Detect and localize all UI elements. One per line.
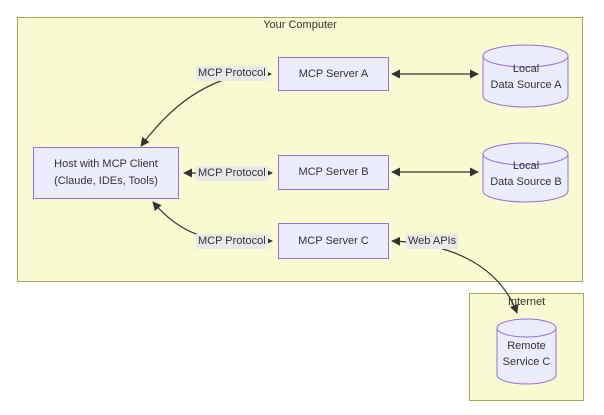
host-node: Host with MCP Client (Claude, IDEs, Tool… [33, 147, 179, 199]
datasource-a-label: Local Data Source A [475, 61, 577, 93]
edge-label-mcp-protocol-b: MCP Protocol [196, 166, 268, 181]
datasource-a-cylinder [482, 44, 569, 108]
edge-label-mcp-protocol-c: MCP Protocol [196, 234, 268, 249]
host-label-line2: (Claude, IDEs, Tools) [54, 175, 158, 187]
datasource-b-label-line2: Data Source B [490, 176, 562, 188]
datasource-b-label-line1: Local [512, 160, 540, 172]
server-a-node: MCP Server A [278, 57, 389, 91]
edge-host-server-a [140, 69, 272, 147]
remote-service-c-label-line2: Service C [502, 356, 551, 368]
edge-label-mcp-protocol-a: MCP Protocol [196, 66, 268, 81]
datasource-a-label-line1: Local [512, 63, 540, 75]
server-c-label: MCP Server C [298, 234, 369, 247]
remote-service-c-cylinder [496, 318, 557, 385]
server-a-label: MCP Server A [298, 67, 369, 80]
datasource-b-cylinder [482, 142, 569, 203]
your-computer-title: Your Computer [263, 19, 337, 31]
server-c-node: MCP Server C [278, 223, 389, 259]
datasource-a-label-line2: Data Source A [490, 79, 562, 91]
host-label-line1: Host with MCP Client [54, 158, 158, 170]
datasource-b-label: Local Data Source B [475, 158, 577, 190]
server-b-label: MCP Server B [298, 166, 369, 178]
server-b-node: MCP Server B [278, 155, 389, 190]
remote-service-c-label-line1: Remote [507, 340, 546, 352]
edge-server-c-remote-service [391, 236, 519, 314]
edge-label-web-apis: Web APIs [406, 234, 459, 249]
remote-service-c-label: Remote Service C [486, 338, 567, 370]
